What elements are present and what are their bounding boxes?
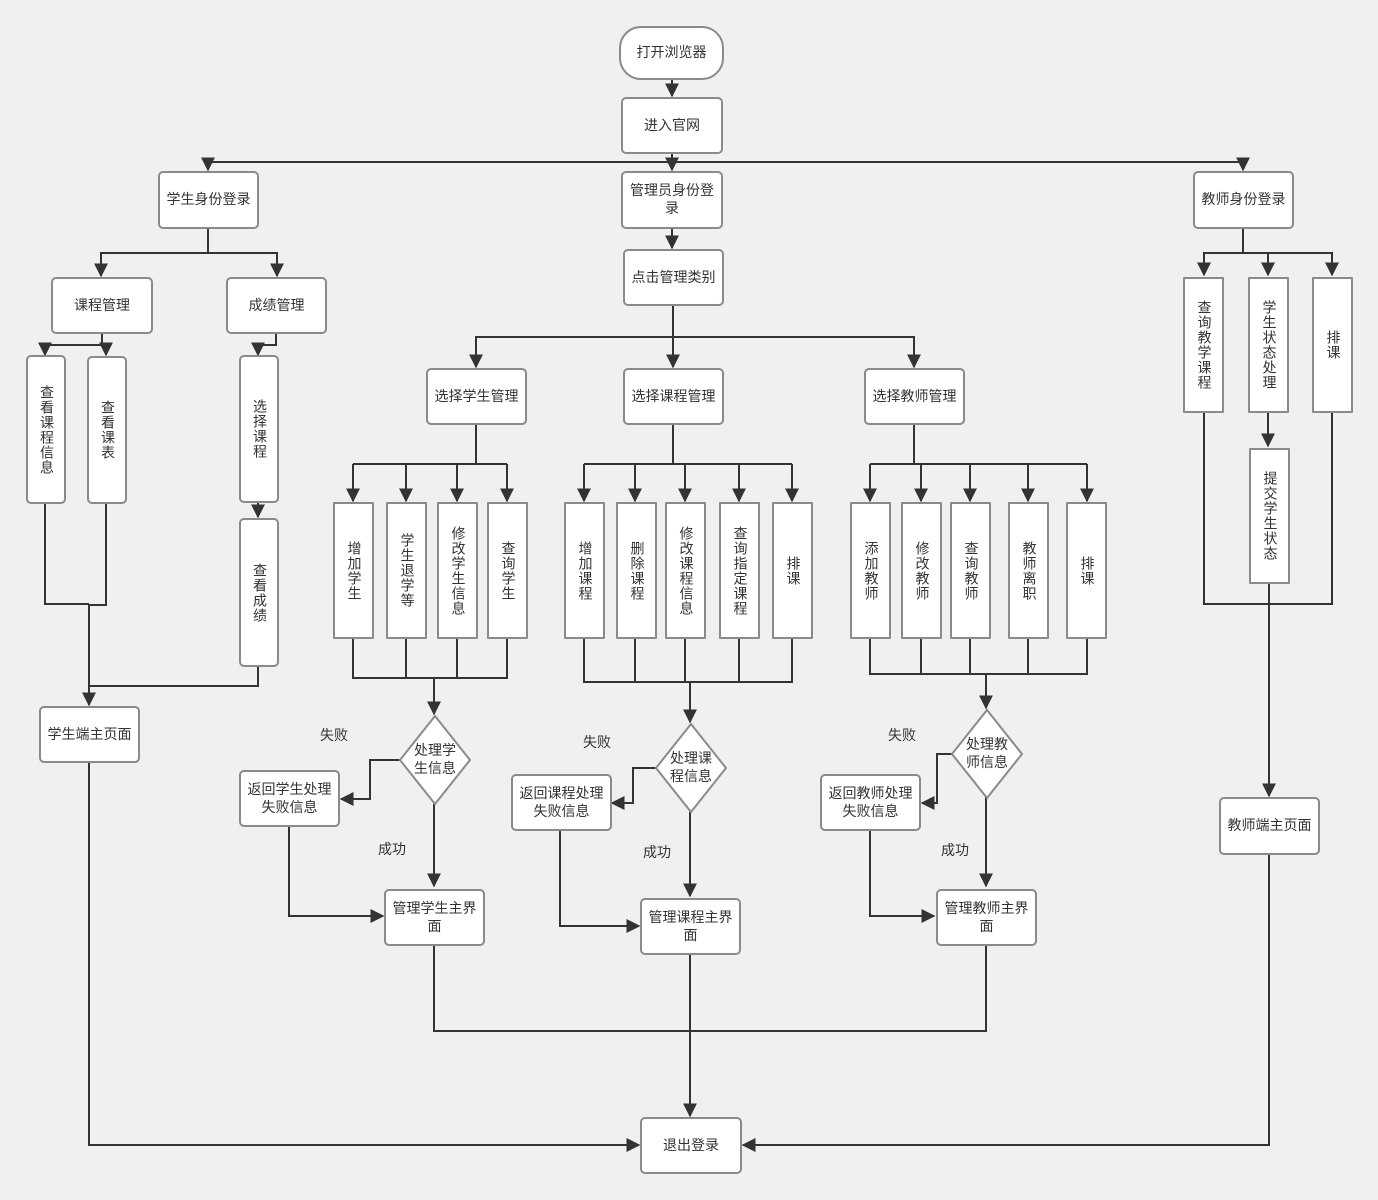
node-add-student: 增加学生 xyxy=(333,502,374,639)
edge-course-split xyxy=(44,334,106,355)
node-student-home: 学生端主页面 xyxy=(39,706,140,763)
node-query-specific-course: 查询指定课程 xyxy=(719,502,760,639)
node-submit-student-status: 提交学生状态 xyxy=(1249,448,1290,584)
decision-process-course xyxy=(654,722,728,814)
node-click-category: 点击管理类别 xyxy=(623,249,724,306)
node-schedule-teacher-mgmt: 排课 xyxy=(1066,502,1107,639)
node-open-browser: 打开浏览器 xyxy=(619,26,724,80)
decision-process-teacher-label: 处理教师信息 xyxy=(966,737,1008,771)
node-return-course-fail: 返回课程处理失败信息 xyxy=(511,774,612,831)
node-view-timetable: 查看课表 xyxy=(87,356,127,504)
node-course-mgmt-home: 管理课程主界面 xyxy=(640,898,741,955)
node-choose-student-mgmt: 选择学生管理 xyxy=(426,368,527,425)
node-student-login: 学生身份登录 xyxy=(158,171,259,229)
node-edit-student-info: 修改学生信息 xyxy=(437,502,478,639)
edge-grade-to-select xyxy=(251,334,277,357)
node-delete-course: 删除课程 xyxy=(616,502,657,639)
node-student-mgmt-home: 管理学生主界面 xyxy=(384,889,485,946)
node-select-course: 选择课程 xyxy=(239,355,279,503)
node-query-student: 查询学生 xyxy=(487,502,528,639)
label-fail-teacher: 失败 xyxy=(888,728,916,744)
node-schedule-admin: 排课 xyxy=(772,502,813,639)
node-edit-course-info: 修改课程信息 xyxy=(665,502,706,639)
edge-category-split xyxy=(475,306,914,367)
node-schedule-teacher: 排课 xyxy=(1312,277,1353,413)
edge-course-merge xyxy=(44,503,107,606)
node-query-teacher: 查询教师 xyxy=(950,502,991,639)
decision-process-teacher xyxy=(950,708,1024,800)
node-edit-teacher: 修改教师 xyxy=(901,502,942,639)
node-student-withdraw: 学生退学等 xyxy=(386,502,427,639)
label-fail-student: 失败 xyxy=(320,728,348,744)
label-success-course: 成功 xyxy=(643,845,671,861)
node-choose-teacher-mgmt: 选择教师管理 xyxy=(864,368,965,425)
edge-student-split xyxy=(100,229,277,276)
node-teacher-resign: 教师离职 xyxy=(1008,502,1049,639)
node-admin-login: 管理员身份登录 xyxy=(621,171,723,229)
node-enter-site: 进入官网 xyxy=(621,97,723,154)
edge-grade-merge xyxy=(89,667,259,687)
node-teacher-login: 教师身份登录 xyxy=(1193,171,1294,229)
edge-student-home-to-logout xyxy=(88,763,641,1152)
decision-process-course-label: 处理课程信息 xyxy=(670,751,712,785)
node-logout: 退出登录 xyxy=(640,1117,742,1174)
node-return-teacher-fail: 返回教师处理失败信息 xyxy=(820,774,921,831)
node-add-teacher: 添加教师 xyxy=(850,502,891,639)
node-query-teaching-course: 查询教学课程 xyxy=(1183,277,1224,413)
node-student-status: 学生状态处理 xyxy=(1248,277,1289,413)
node-teacher-mgmt-home: 管理教师主界面 xyxy=(936,889,1037,946)
decision-process-student-label: 处理学生信息 xyxy=(414,743,456,777)
node-return-student-fail: 返回学生处理失败信息 xyxy=(239,770,340,827)
decision-process-student xyxy=(398,714,472,806)
node-add-course: 增加课程 xyxy=(564,502,605,639)
node-course-mgmt: 课程管理 xyxy=(51,277,153,334)
node-grade-mgmt: 成绩管理 xyxy=(226,277,327,334)
node-choose-course-mgmt: 选择课程管理 xyxy=(623,368,724,425)
label-success-teacher: 成功 xyxy=(941,843,969,859)
node-teacher-home: 教师端主页面 xyxy=(1219,797,1320,855)
label-success-student: 成功 xyxy=(378,842,406,858)
node-view-grades: 查看成绩 xyxy=(239,518,279,667)
node-view-course-info: 查看课程信息 xyxy=(26,355,66,504)
label-fail-course: 失败 xyxy=(583,735,611,751)
